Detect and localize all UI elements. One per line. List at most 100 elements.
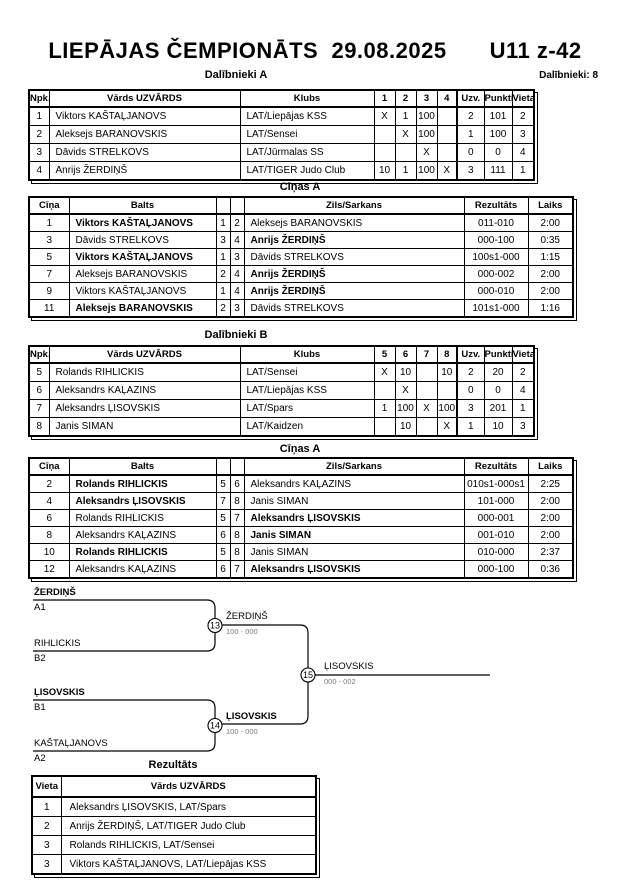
col-white: Balts (68, 457, 217, 476)
cell: 000-001 (463, 509, 529, 527)
col-club: Klubs (239, 89, 375, 108)
cell: 7 (28, 399, 50, 418)
cell: 101-000 (463, 492, 529, 510)
participants-b-header: Npk. Vārds UZVĀRDS Klubs 5 6 7 8 Uzv. Pu… (28, 345, 535, 364)
cell: 3 (511, 417, 535, 437)
cell (436, 381, 458, 400)
bracket-lines: 13 14 15 (33, 599, 490, 752)
cell: 2:00 (527, 526, 574, 544)
cell: 7 (28, 265, 70, 283)
col-white: Balts (68, 196, 217, 215)
cell: 201 (483, 399, 513, 418)
cell (373, 125, 396, 144)
cell: 0 (483, 381, 513, 400)
match-14-number: 14 (210, 721, 220, 731)
cell: Rolands RIHLICKIS (48, 362, 241, 382)
col-points: Punkti (483, 345, 513, 364)
match-14-score: 100 - 000 (226, 727, 258, 736)
cell: Aleksandrs KAĻAZINS (68, 526, 217, 544)
cell: 3 (511, 125, 535, 144)
cell: 1 (394, 161, 417, 181)
cell: Rolands RIHLICKIS (68, 509, 217, 527)
col-result: Rezultāts (463, 196, 529, 215)
cell: Rolands RIHLICKIS (68, 474, 217, 493)
cell: 6 (215, 526, 231, 544)
cell: 6 (229, 474, 245, 493)
cell: Aleksejs BARANOVSKIS (68, 299, 217, 318)
cell: 0:36 (527, 560, 574, 579)
cell: 8 (229, 543, 245, 561)
col-points: Punkti (483, 89, 513, 108)
cell: LAT/Spars (239, 399, 375, 418)
cell: 5 (215, 543, 231, 561)
cell: 10 (436, 362, 458, 382)
cell: Dāvids STRELKOVS (68, 231, 217, 249)
cell: 000-010 (463, 282, 529, 300)
col-name: Vārds UZVĀRDS (60, 775, 317, 798)
cell: 4 (511, 143, 535, 162)
cell: 1:15 (527, 248, 574, 266)
col-1: 1 (373, 89, 396, 108)
cell: 10 (394, 417, 417, 437)
cell: 101s1-000 (463, 299, 529, 318)
fights-b-table: Cīņa Balts Zils/Sarkans Rezultāts Laiks … (28, 457, 574, 579)
cell: Viktors KAŠTAĻJANOVS, LAT/Liepājas KSS (60, 854, 317, 875)
cell (415, 417, 438, 437)
cell: Rolands RIHLICKIS, LAT/Sensei (60, 835, 317, 855)
cell: 0 (456, 143, 485, 162)
cell (436, 106, 458, 126)
cell: X (436, 161, 458, 181)
cell: 0:35 (527, 231, 574, 249)
col-club: Klubs (239, 345, 375, 364)
cell: 2:25 (527, 474, 574, 493)
cell: 1 (394, 106, 417, 126)
cell: 000-002 (463, 265, 529, 283)
cell: 2:00 (527, 509, 574, 527)
group-b-heading: Dalībnieki B (204, 329, 268, 341)
cell: X (394, 125, 417, 144)
cell: 2:00 (527, 492, 574, 510)
cell: 8 (28, 417, 50, 437)
cell: 11 (28, 299, 70, 318)
cell: 8 (229, 492, 245, 510)
cell: 2:00 (527, 282, 574, 300)
cell: 5 (28, 362, 50, 382)
cell: 7 (229, 560, 245, 579)
cell: 2 (229, 213, 245, 232)
col-5: 5 (373, 345, 396, 364)
cell: 1:16 (527, 299, 574, 318)
cell: 2:00 (527, 265, 574, 283)
cell: 3 (28, 231, 70, 249)
cell: 011-010 (463, 213, 529, 232)
cell: 10 (28, 543, 70, 561)
cell: 3 (456, 161, 485, 181)
cell: 2 (28, 125, 50, 144)
cell: Janis SIMAN (243, 543, 465, 561)
cell: 3 (229, 299, 245, 318)
cell: 2 (456, 106, 485, 126)
cell: LAT/Liepājas KSS (239, 106, 375, 126)
cell: 2 (28, 474, 70, 493)
fights-a-table: Cīņa Balts Zils/Sarkans Rezultāts Laiks … (28, 196, 574, 318)
bracket-seed-name: ĻISOVSKIS (34, 687, 85, 698)
cell: 6 (215, 560, 231, 579)
elimination-bracket: 13 14 15 ŽERDIŅŠ A1 RIHLICKIS B2 ĻISOVSK… (0, 580, 630, 785)
cell: 001-010 (463, 526, 529, 544)
col-8: 8 (436, 345, 458, 364)
cell: 5 (215, 509, 231, 527)
cell: X (415, 399, 438, 418)
match-15-score: 000 - 002 (324, 677, 356, 686)
